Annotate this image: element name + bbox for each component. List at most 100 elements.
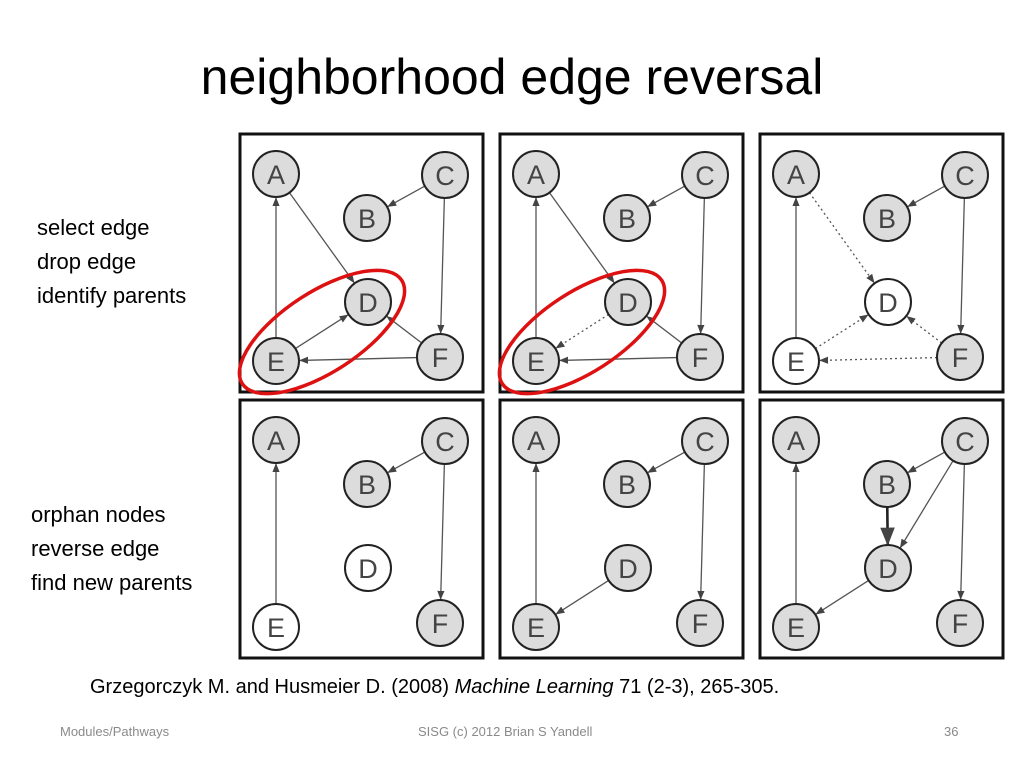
edge-c-to-f (957, 463, 966, 600)
node-c (681, 417, 729, 465)
edge-c-to-f (957, 197, 966, 334)
node-d (604, 278, 652, 326)
node-e (772, 603, 820, 651)
node-label-b: B (618, 470, 636, 500)
node-label-a: A (267, 160, 285, 190)
edge-d-to-e (555, 313, 609, 349)
node-label-e: E (267, 613, 285, 643)
node-b (863, 460, 911, 508)
node-label-c: C (435, 427, 455, 457)
node-a (252, 416, 300, 464)
slide-number: 36 (944, 724, 959, 739)
node-label-a: A (527, 160, 545, 190)
node-f (676, 333, 724, 381)
node-c (941, 417, 989, 465)
node-label-b: B (358, 470, 376, 500)
node-label-d: D (618, 288, 638, 318)
edge-a-to-d (548, 192, 615, 284)
steps-list-bottom: orphan nodes reverse edge find new paren… (31, 498, 192, 600)
edge-d-to-e (555, 579, 609, 615)
node-label-e: E (527, 347, 545, 377)
node-label-c: C (955, 427, 975, 457)
step-select-edge: select edge (37, 215, 150, 240)
edge-c-to-b (387, 185, 426, 207)
node-label-a: A (787, 160, 805, 190)
step-identify-parents: identify parents (37, 283, 187, 308)
citation-authors: Grzegorczyk M. and Husmeier D. (2008) (90, 676, 455, 698)
edge-f-to-e (299, 356, 418, 364)
node-label-c: C (695, 161, 715, 191)
node-e (512, 603, 560, 651)
node-e (252, 337, 300, 385)
edge-a-to-d (808, 192, 875, 284)
slide-title: neighborhood edge reversal (200, 49, 824, 105)
node-label-f: F (692, 343, 709, 373)
node-e (772, 337, 820, 385)
citation: Grzegorczyk M. and Husmeier D. (2008) Ma… (90, 672, 779, 702)
node-label-b: B (618, 204, 636, 234)
edge-d-to-e (815, 579, 869, 615)
node-label-d: D (878, 288, 898, 318)
node-label-f: F (432, 609, 449, 639)
footer-center: SISG (c) 2012 Brian S Yandell (418, 724, 593, 739)
step-reverse-edge: reverse edge (31, 536, 160, 561)
edge-c-to-f (437, 197, 446, 334)
node-b (343, 460, 391, 508)
edge-c-to-b (907, 185, 946, 207)
steps-list-top: select edge drop edge identify parents (37, 211, 186, 313)
edge-e-to-d (815, 314, 869, 350)
node-f (936, 333, 984, 381)
node-label-b: B (358, 204, 376, 234)
node-b (603, 460, 651, 508)
node-label-e: E (787, 347, 805, 377)
node-label-f: F (692, 609, 709, 639)
citation-details: 71 (2-3), 265-305. (613, 676, 780, 698)
node-label-c: C (955, 161, 975, 191)
node-e (512, 337, 560, 385)
node-d (604, 544, 652, 592)
footer-left: Modules/Pathways (60, 724, 170, 739)
node-f (416, 599, 464, 647)
node-b (863, 194, 911, 242)
node-label-e: E (267, 347, 285, 377)
edge-c-to-f (697, 197, 706, 334)
panel-top-2: A B C D E F (497, 132, 745, 396)
node-label-e: E (787, 613, 805, 643)
node-label-f: F (952, 609, 969, 639)
node-a (512, 150, 560, 198)
node-a (772, 150, 820, 198)
edge-f-to-d (906, 316, 943, 344)
edge-c-to-b (907, 451, 946, 473)
node-label-f: F (952, 343, 969, 373)
edge-c-to-f (437, 463, 446, 600)
edge-f-to-e (559, 356, 678, 364)
citation-journal: Machine Learning (454, 676, 614, 698)
edge-c-to-d (899, 460, 954, 549)
node-c (681, 151, 729, 199)
node-d (864, 278, 912, 326)
node-c (941, 151, 989, 199)
node-a (512, 416, 560, 464)
node-label-a: A (267, 426, 285, 456)
edge-c-to-b (647, 451, 686, 473)
node-f (416, 333, 464, 381)
node-label-c: C (435, 161, 455, 191)
edge-e-to-d (295, 314, 349, 350)
node-label-f: F (432, 343, 449, 373)
node-d (864, 544, 912, 592)
step-find-new-parents: find new parents (31, 570, 193, 595)
highlight-ellipse (237, 268, 407, 396)
node-e (252, 603, 300, 651)
node-label-d: D (358, 554, 378, 584)
node-label-a: A (527, 426, 545, 456)
node-c (421, 417, 469, 465)
node-label-b: B (878, 470, 896, 500)
edge-c-to-b (387, 451, 426, 473)
node-b (343, 194, 391, 242)
node-d (344, 278, 392, 326)
